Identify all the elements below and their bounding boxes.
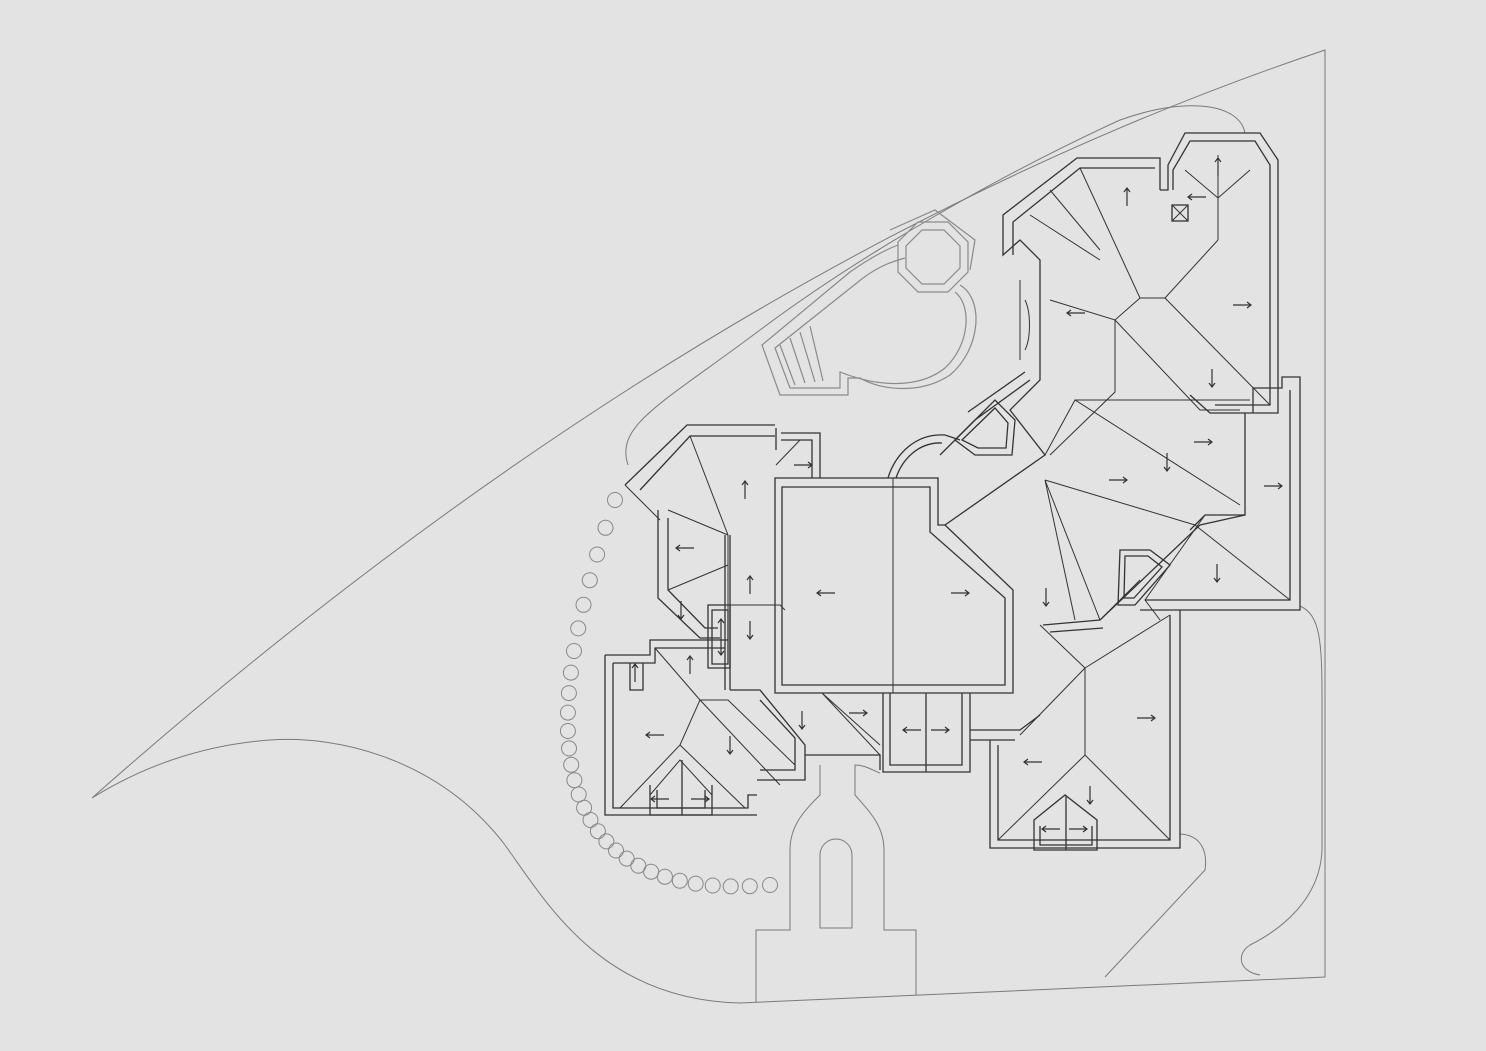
tree-icon [575,596,592,613]
slope-arrow-icon [1233,301,1252,309]
slope-arrow-icon [1086,786,1094,805]
slope-arrow-icon [816,589,835,597]
slope-arrow-icon [1194,438,1213,446]
tree-icon [607,492,623,508]
slope-arrow-icon [1123,187,1131,206]
tree-icon [598,833,615,850]
slope-arrow-icon [746,575,754,594]
building-roof [604,132,1301,851]
slope-arrow-icon [677,601,685,620]
tree-icon [741,878,758,895]
tree-icon [618,850,635,867]
slope-arrow-icon [686,655,694,674]
slope-arrow-icon [1137,714,1156,722]
slope-arrow-icon [726,736,734,755]
slope-arrow-icon [741,480,749,499]
slope-arrow-icon [1187,193,1206,201]
slope-arrow-icon [951,589,970,597]
slope-arrow-icon [631,663,639,682]
tree-icon [562,664,579,681]
slope-arrow-icon [1214,157,1222,176]
slope-arrow-icon [1066,309,1085,317]
tree-icon [581,572,598,589]
slope-arrow-icon [1069,825,1088,833]
slope-arrow-icon [931,726,950,734]
slope-arrow-icon [1208,369,1216,388]
slope-arrows [631,157,1283,833]
tree-icon [570,786,587,803]
slope-arrow-icon [645,731,664,739]
tree-icon [656,868,673,885]
tree-icon [643,863,660,880]
slope-arrow-icon [902,726,921,734]
slope-arrow-icon [1109,476,1128,484]
tree-icon [566,643,582,659]
slope-arrow-icon [1041,825,1060,833]
tree-icon [762,877,778,893]
slope-arrow-icon [691,795,710,803]
slope-arrow-icon [746,621,754,640]
tree-icon [563,756,580,773]
tree-icon [597,519,614,536]
slope-arrow-icon [717,618,725,637]
tree-icon [570,620,587,637]
tree-icon [630,857,647,874]
tree-icon [722,878,739,895]
tree-icon [589,823,606,840]
slope-arrow-icon [1264,482,1283,490]
slope-arrow-icon [849,709,868,717]
slope-arrow-icon [650,795,669,803]
slope-arrow-icon [1023,758,1042,766]
tree-icon [561,740,577,757]
driveway [755,764,917,1002]
tree-icon [560,685,577,702]
tree-icon [704,877,721,894]
slope-arrow-icon [798,711,806,730]
slope-arrow-icon [1163,453,1171,472]
slope-arrow-icon [717,637,725,656]
slope-arrow-icon [1042,588,1050,607]
slope-arrow-icon [675,544,694,552]
tree-icon [566,772,583,789]
pool [761,209,977,396]
tree-icon [589,546,606,563]
tree-icon [671,872,688,889]
tree-icon [687,875,704,892]
slope-arrow-icon [1213,564,1221,583]
tree-icon [559,704,576,721]
tree-icon [582,812,599,828]
tree-icon [608,842,624,859]
tree-row [559,492,778,895]
site-boundary [91,49,1326,1004]
tree-icon [559,723,576,739]
slope-arrow-icon [794,461,813,469]
